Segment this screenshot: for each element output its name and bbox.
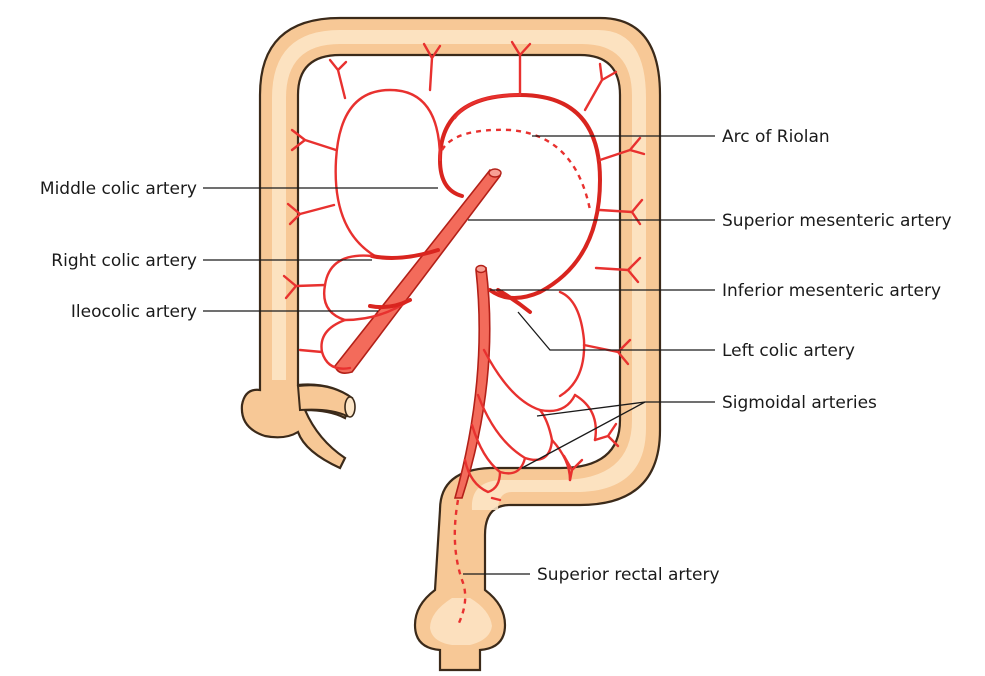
superior-mesenteric-trunk bbox=[335, 170, 500, 373]
arc-of-riolan bbox=[442, 130, 590, 210]
leader-left-colic bbox=[518, 312, 715, 350]
label-right-colic-artery: Right colic artery bbox=[51, 251, 197, 271]
label-arc-of-riolan: Arc of Riolan bbox=[722, 127, 830, 147]
left-colic-artery bbox=[498, 290, 530, 312]
label-superior-rectal-artery: Superior rectal artery bbox=[537, 565, 720, 585]
label-superior-mesenteric-artery: Superior mesenteric artery bbox=[722, 211, 952, 231]
label-ileocolic-artery: Ileocolic artery bbox=[71, 302, 197, 322]
ima-origin bbox=[476, 266, 486, 273]
sigmoidal-artery-2 bbox=[478, 395, 552, 460]
sma-origin bbox=[489, 169, 501, 177]
label-inferior-mesenteric-artery: Inferior mesenteric artery bbox=[722, 281, 941, 301]
middle-colic-left-loop bbox=[455, 95, 520, 118]
label-sigmoidal-arteries: Sigmoidal arteries bbox=[722, 393, 877, 413]
ileum-opening bbox=[345, 397, 355, 417]
label-left-colic-artery: Left colic artery bbox=[722, 341, 855, 361]
middle-colic-right-loop bbox=[336, 90, 440, 256]
middle-colic-artery bbox=[440, 95, 600, 298]
inferior-mesenteric-trunk bbox=[455, 268, 490, 498]
labels: Arc of Riolan Middle colic artery Superi… bbox=[40, 127, 952, 585]
left-colic-loop bbox=[560, 292, 584, 396]
label-middle-colic-artery: Middle colic artery bbox=[40, 179, 197, 199]
sigmoidal-artery-1 bbox=[484, 350, 575, 411]
